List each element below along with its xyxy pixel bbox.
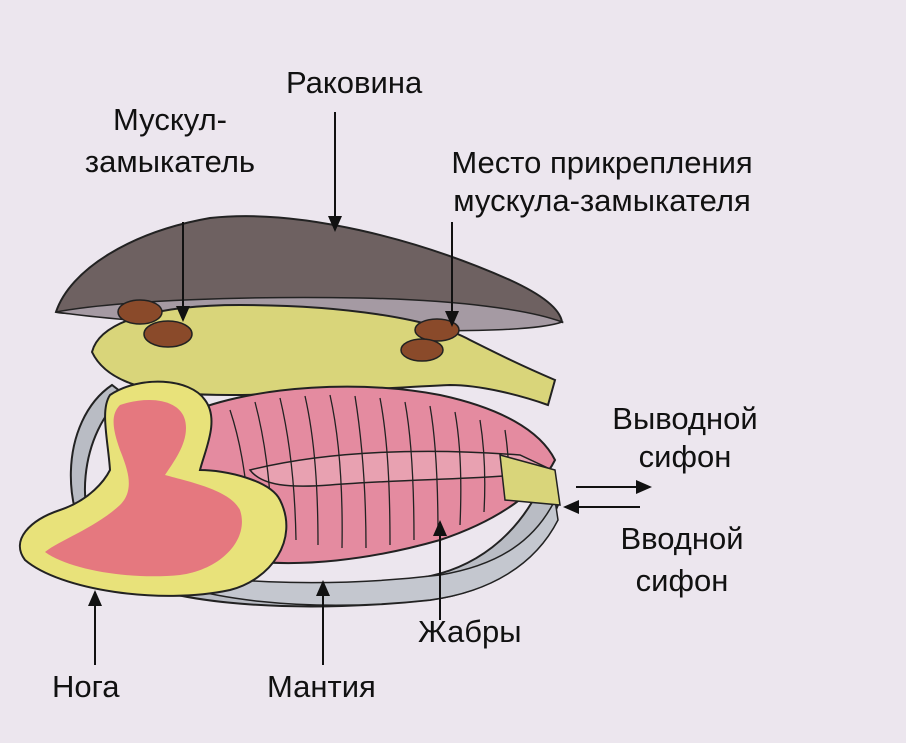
exhalant-flow-arrow xyxy=(576,480,652,494)
adductor-muscle-front xyxy=(143,320,193,348)
inhalant-flow-arrow xyxy=(563,500,640,514)
label-foot: Нога xyxy=(52,669,120,704)
label-gills: Жабры xyxy=(418,614,522,649)
mantle-edge xyxy=(119,497,559,606)
label-exhalant-line2: сифон xyxy=(638,439,732,474)
label-adductor-muscle: Мускул- замыкатель xyxy=(70,103,270,179)
label-adductor-line1: Мускул- xyxy=(113,102,227,137)
label-exhalant-siphon: Выводной сифон xyxy=(585,402,785,474)
label-attachment-line2: мускула-замыкателя xyxy=(453,183,751,218)
adductor-muscle-front-top xyxy=(117,299,163,325)
label-exhalant-line1: Выводной xyxy=(612,401,758,436)
label-mantle: Мантия xyxy=(267,669,376,704)
label-adductor-line2: замыкатель xyxy=(84,144,256,179)
label-shell: Раковина xyxy=(286,65,423,100)
label-inhalant-line1: Вводной xyxy=(620,521,744,556)
adductor-muscle-rear xyxy=(400,338,444,362)
label-muscle-attachment: Место прикрепления мускула-замыкателя xyxy=(412,146,792,218)
foot-inner xyxy=(45,400,242,577)
label-inhalant-siphon: Вводной сифон xyxy=(592,522,772,598)
siphon-area xyxy=(499,453,561,506)
adductor-muscle-rear-top xyxy=(414,318,460,342)
pointer-lines xyxy=(94,112,453,665)
label-inhalant-line2: сифон xyxy=(635,563,729,598)
label-attachment-line1: Место прикрепления xyxy=(451,145,753,180)
pointer-arrowheads xyxy=(88,216,459,606)
